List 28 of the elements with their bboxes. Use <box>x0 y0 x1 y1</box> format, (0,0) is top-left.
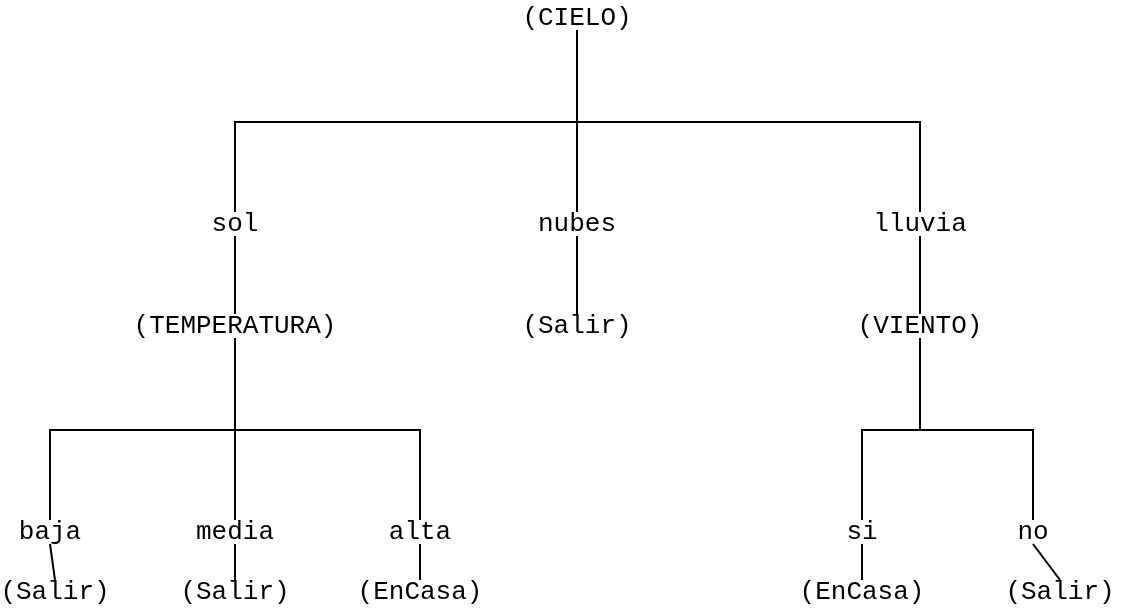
connector-line <box>49 543 56 581</box>
node-label: media <box>194 517 276 547</box>
connector-line <box>234 337 421 521</box>
connector-line <box>419 543 421 581</box>
node-label: (Salir) <box>520 311 634 341</box>
node-label: (TEMPERATURA) <box>131 311 339 341</box>
node-label: (Salir) <box>1003 577 1117 607</box>
node-label: lluvia <box>871 209 969 239</box>
connector-line <box>576 235 578 315</box>
node-label: (Salir) <box>178 577 292 607</box>
connector-line <box>234 543 236 581</box>
node-label: (VIENTO) <box>855 311 985 341</box>
node-label: si <box>844 517 880 547</box>
node-label: baja <box>16 517 84 547</box>
node-label: no <box>1015 517 1051 547</box>
node-label: (CIELO) <box>520 3 634 33</box>
connector-line <box>919 235 921 315</box>
connector-line <box>1032 543 1061 581</box>
node-label: (EnCasa) <box>797 577 927 607</box>
node-label: nubes <box>536 209 618 239</box>
node-label: alta <box>386 517 454 547</box>
connector-line <box>919 337 1034 521</box>
connector-line <box>861 543 863 581</box>
connector-line <box>234 235 236 315</box>
node-label: sol <box>209 209 261 239</box>
node-label: (Salir) <box>0 577 112 607</box>
node-label: (EnCasa) <box>355 577 485 607</box>
connector-line <box>576 29 921 213</box>
